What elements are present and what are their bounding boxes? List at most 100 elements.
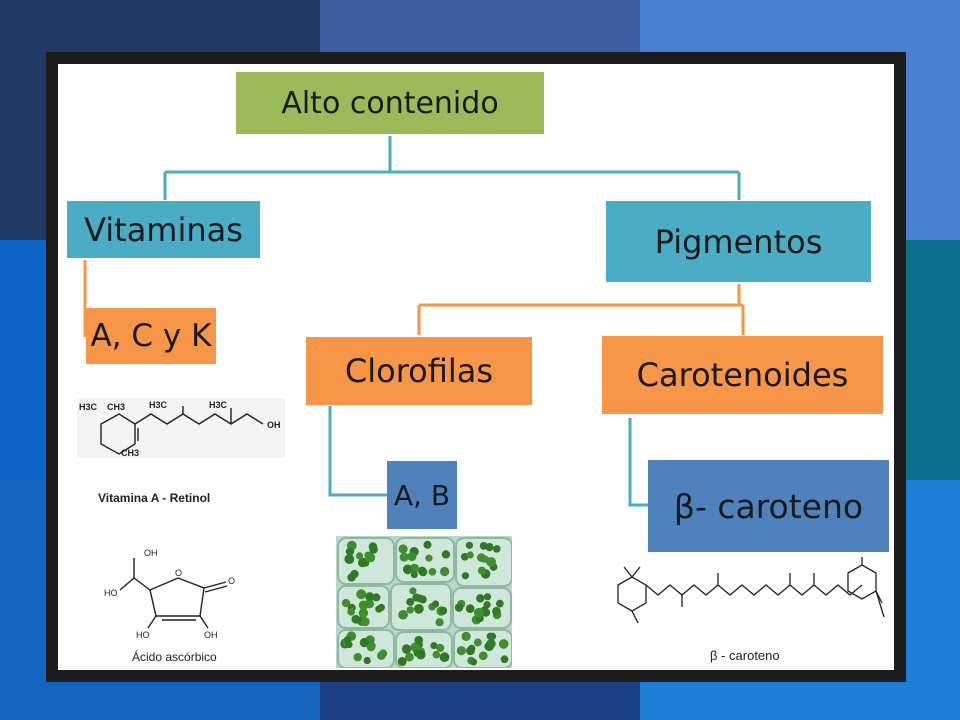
chloroplast <box>468 644 476 652</box>
chloroplast <box>399 552 409 562</box>
ascorbic-caption: Ácido ascórbico <box>132 650 217 664</box>
chloroplast <box>350 569 359 579</box>
chloroplast <box>363 656 371 665</box>
chloroplast <box>476 594 485 603</box>
beta-carotene-caption: β - caroteno <box>710 648 780 663</box>
chloroplast <box>456 646 466 656</box>
chloroplast <box>431 600 440 608</box>
carotenoides-node: Carotenoides <box>602 336 883 414</box>
retinol-label: H3C <box>79 402 98 412</box>
chloroplast <box>430 642 438 650</box>
chloroplast <box>488 632 497 641</box>
chloroplast <box>418 567 428 577</box>
chloroplast <box>477 566 486 575</box>
chloroplast <box>440 566 450 577</box>
root-connector <box>163 136 741 200</box>
chloroplast <box>428 567 437 576</box>
chloroplast <box>454 603 464 612</box>
retinol-caption: Vitamina A - Retinol <box>98 491 211 505</box>
retinol-label: H3C <box>209 400 228 410</box>
retinol-label: H3C <box>149 400 168 410</box>
chloroplast <box>461 572 470 580</box>
chloroplast <box>365 592 375 602</box>
beta-caroteno-node: β- caroteno <box>648 460 889 552</box>
clorofilas-node: Clorofilas <box>306 337 532 405</box>
chloroplast <box>379 649 388 658</box>
chloroplast <box>409 587 417 595</box>
clorofilas-types-node: A, B <box>387 461 457 529</box>
chloroplast <box>407 552 417 562</box>
chloroplast <box>345 640 353 649</box>
chloroplast <box>410 571 418 579</box>
chloroplast <box>402 564 413 575</box>
clorofila-connector <box>328 406 387 497</box>
chloroplast <box>473 607 484 618</box>
pigment-connector <box>417 284 745 335</box>
chloroplast <box>473 638 482 647</box>
chloroplast <box>406 598 415 606</box>
chloroplast <box>353 653 362 662</box>
chloroplast <box>413 649 421 657</box>
chloroplast <box>425 554 433 562</box>
ascorbic-label: HO <box>136 630 150 640</box>
chloroplast <box>405 652 414 662</box>
beta-carotene-structure <box>608 555 886 635</box>
chloroplast <box>398 544 408 554</box>
retinol-label: CH3 <box>121 448 139 458</box>
chloroplast <box>495 599 504 608</box>
ascorbic-label: O <box>228 576 235 586</box>
chloroplast <box>372 593 381 602</box>
retinol-label: CH3 <box>107 402 125 412</box>
carotenoid-connector <box>628 418 648 507</box>
root-node: Alto contenido <box>236 72 544 134</box>
chloroplast <box>481 608 491 617</box>
chloroplast <box>493 545 501 553</box>
chloroplast <box>365 553 376 563</box>
chloroplast <box>486 638 496 649</box>
vitaminas-list-node: A, C y K <box>86 308 216 364</box>
chloroplast <box>492 606 501 616</box>
chloroplast <box>369 545 378 554</box>
chloroplast <box>435 618 444 627</box>
chloroplast <box>423 540 432 549</box>
chloroplast <box>355 552 364 560</box>
chloroplast <box>356 589 367 600</box>
ascorbic-acid-structure: OH HO O O HO OH <box>100 540 250 650</box>
chloroplast <box>412 593 421 602</box>
chloroplast <box>466 551 474 559</box>
chloroplast <box>399 610 408 619</box>
chloroplast <box>360 617 370 627</box>
chloroplast <box>357 558 367 568</box>
ascorbic-label: OH <box>144 548 158 558</box>
chloroplast <box>414 635 424 645</box>
chloroplast <box>432 650 441 659</box>
retinol-structure: H3C CH3 H3C H3C OH CH3 <box>77 398 285 458</box>
chloroplast <box>483 601 491 609</box>
chloroplast <box>418 595 427 604</box>
chloroplast <box>478 651 488 661</box>
chloroplast <box>439 606 448 615</box>
chloroplast <box>470 658 478 666</box>
chloroplast-image <box>336 536 512 668</box>
chloroplast <box>375 605 383 613</box>
chloroplast <box>406 606 414 614</box>
ascorbic-label: HO <box>104 588 118 598</box>
chloroplast <box>500 655 509 664</box>
chloroplast <box>347 607 356 616</box>
chloroplast <box>358 600 369 611</box>
chloroplast <box>345 547 355 556</box>
pigmentos-node: Pigmentos <box>606 201 871 282</box>
chloroplast <box>397 657 407 666</box>
chloroplast <box>465 604 475 613</box>
chloroplast <box>441 550 451 559</box>
chloroplast <box>439 652 450 663</box>
chloroplast <box>344 554 355 565</box>
vitaminas-node: Vitaminas <box>67 201 260 258</box>
ascorbic-label: OH <box>204 630 218 640</box>
chloroplast <box>485 543 494 552</box>
ascorbic-label: O <box>175 568 182 578</box>
chloroplast <box>359 637 370 648</box>
chloroplast <box>358 608 369 618</box>
chloroplast <box>483 593 492 601</box>
